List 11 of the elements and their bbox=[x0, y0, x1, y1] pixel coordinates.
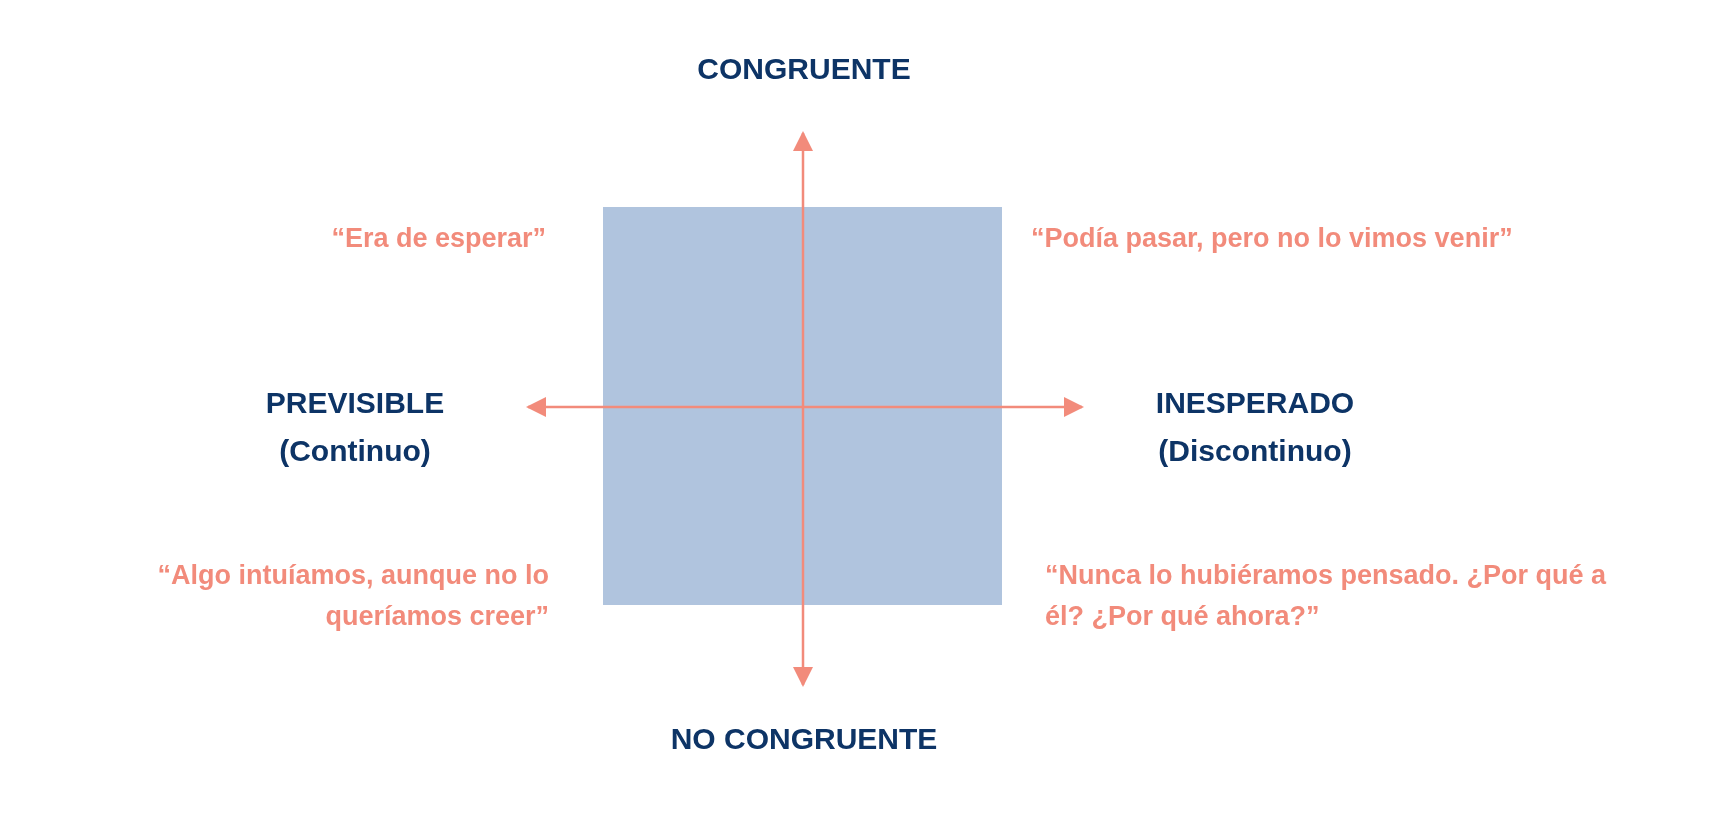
quote-text: “Algo intuíamos, aunque no lo queríamos creer” bbox=[156, 559, 549, 633]
axis-label: PREVISIBLE bbox=[264, 385, 446, 421]
axis-label: CONGRUENTE bbox=[696, 51, 912, 87]
quote-text: “Podía pasar, pero no lo vimos venir” bbox=[1031, 222, 1514, 255]
axis-label: (Continuo) bbox=[278, 433, 432, 469]
quote-text: “Era de esperar” bbox=[330, 222, 546, 255]
axis-label: NO CONGRUENTE bbox=[669, 721, 939, 757]
axis-label: INESPERADO bbox=[1154, 385, 1356, 421]
quote-text: “Nunca lo hubiéramos pensado. ¿Por qué a él? ¿Por qué ahora?” bbox=[1045, 559, 1608, 633]
axis-label: (Discontinuo) bbox=[1157, 433, 1353, 469]
quadrant-square bbox=[603, 207, 1002, 605]
